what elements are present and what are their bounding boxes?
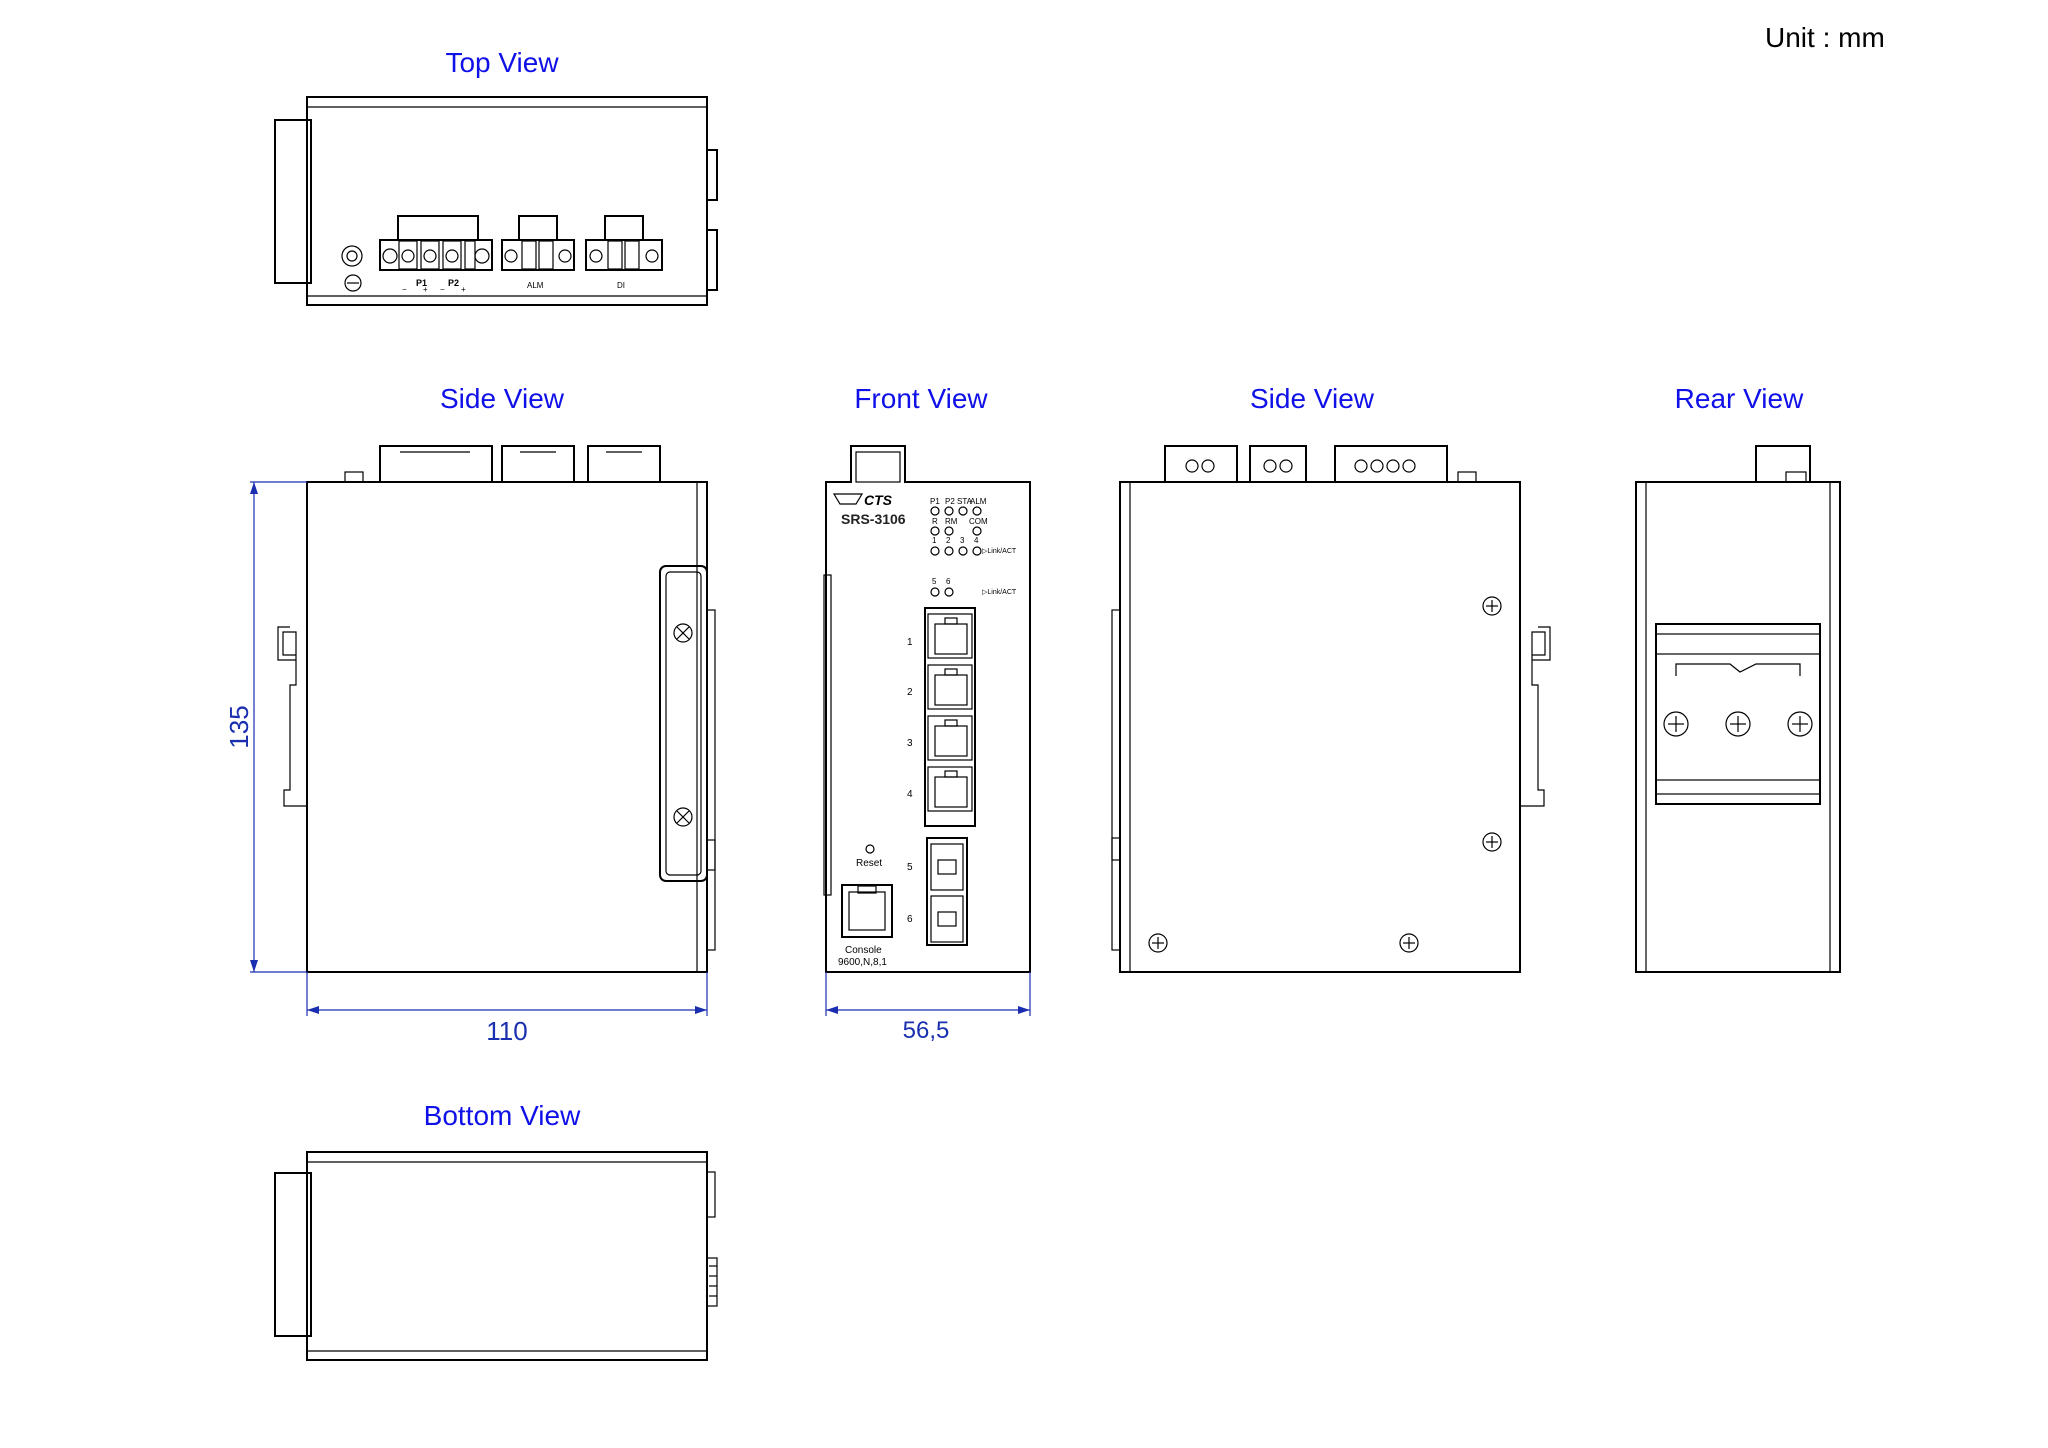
unit-label: Unit : mm (1765, 22, 1885, 53)
screw-icon (1399, 933, 1419, 953)
rj45-port-4 (927, 766, 973, 812)
din-rail-bracket (1655, 623, 1821, 805)
side-view-left (277, 445, 716, 973)
rj45-port-block (924, 607, 976, 827)
led-label-1: 1 (932, 536, 937, 545)
di-label: DI (617, 281, 625, 290)
top-view: P1 P2 − + − + ALM DI (274, 96, 718, 306)
screw-icon (1482, 832, 1502, 852)
brand-name: CTS (864, 492, 893, 508)
led-label-p2: P2 (945, 497, 955, 506)
side-view-left-title: Side View (440, 383, 565, 414)
din-clip (277, 626, 307, 807)
led-label-sta: STA (957, 497, 973, 506)
sfp-port-5 (930, 843, 964, 891)
p2-plus-label: + (461, 285, 466, 294)
alm-label: ALM (527, 281, 544, 290)
rj45-port-3 (927, 715, 973, 761)
port-label-4: 4 (907, 789, 913, 800)
brand-logo-icon (832, 493, 864, 505)
front-view: CTS SRS-3106 P1 P2 STA ALM R RM COM 1 2 … (823, 445, 1031, 973)
height-dimension: 135 (224, 481, 307, 973)
depth-dimension-label: 56,5 (903, 1017, 950, 1044)
reset-hole-icon (865, 844, 875, 854)
side-view-right (1111, 445, 1551, 973)
rear-view (1635, 445, 1841, 973)
model-name: SRS-3106 (841, 511, 906, 527)
screw-icon (1148, 933, 1168, 953)
height-dimension-label: 135 (224, 705, 254, 748)
rj45-port-1 (927, 613, 973, 659)
ground-screw-icon (341, 245, 363, 267)
screw-icon (673, 623, 693, 643)
port-label-5: 5 (907, 862, 913, 873)
port-label-2: 2 (907, 687, 913, 698)
port-label-6: 6 (907, 914, 913, 925)
console-settings-label: 9600,N,8,1 (838, 957, 887, 968)
screw-icon (1787, 711, 1813, 737)
led-label-5: 5 (932, 577, 937, 586)
p1-minus-label: − (402, 285, 407, 294)
port-label-3: 3 (907, 738, 913, 749)
screw-icon (1482, 596, 1502, 616)
reset-label: Reset (856, 858, 882, 869)
led-label-r: R (932, 517, 938, 526)
led-label-6: 6 (946, 577, 951, 586)
top-view-title: Top View (445, 47, 559, 78)
p1-plus-label: + (423, 285, 428, 294)
side-view-right-title: Side View (1250, 383, 1375, 414)
bottom-view (274, 1151, 718, 1361)
din-clip (1520, 626, 1551, 807)
link-act-label-2: ▷Link/ACT (982, 589, 1017, 596)
console-label: Console (845, 945, 882, 956)
bottom-view-title: Bottom View (424, 1100, 581, 1131)
depth-dimension: 56,5 (825, 972, 1031, 1044)
p1-label: P1 (416, 278, 427, 288)
screw-icon (1725, 711, 1751, 737)
ground-symbol-icon (344, 274, 362, 292)
led-label-com: COM (969, 517, 988, 526)
led-label-p1: P1 (930, 497, 940, 506)
p2-minus-label: − (440, 285, 445, 294)
led-label-4: 4 (974, 536, 979, 545)
di-connector (585, 239, 663, 271)
console-port (841, 884, 893, 938)
led-label-2: 2 (946, 536, 951, 545)
led-label-alm: ALM (970, 497, 987, 506)
screw-icon (673, 807, 693, 827)
led-label-3: 3 (960, 536, 965, 545)
port-label-1: 1 (907, 637, 913, 648)
screw-icon (1663, 711, 1689, 737)
rj45-port-2 (927, 664, 973, 710)
front-view-title: Front View (854, 383, 988, 414)
alm-connector (501, 239, 575, 271)
width-dimension: 110 (306, 972, 708, 1046)
p2-label: P2 (448, 278, 459, 288)
led-label-rm: RM (945, 517, 958, 526)
sfp-port-6 (930, 895, 964, 943)
width-dimension-label: 110 (486, 1016, 527, 1046)
sfp-port-block (926, 837, 968, 946)
link-act-label-1: ▷Link/ACT (982, 548, 1017, 555)
rear-view-title: Rear View (1675, 383, 1804, 414)
